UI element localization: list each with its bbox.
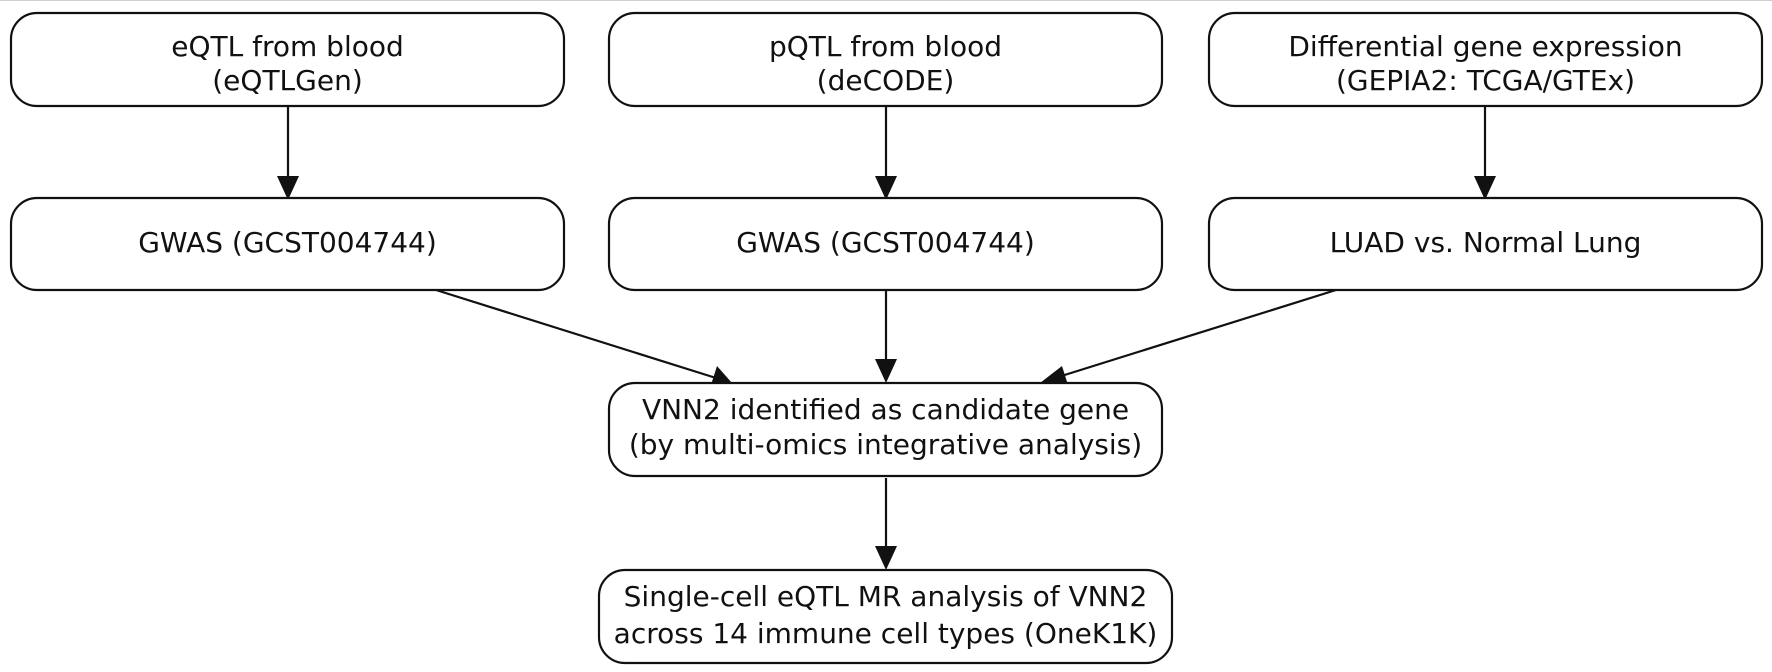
node-gwas-middle-label: GWAS (GCST004744) [736,226,1035,259]
node-pqtl-line2: (deCODE) [817,64,955,97]
node-diffexp-line2: (GEPIA2: TCGA/GTEx) [1336,64,1635,97]
edge-eqtl-to-gwas-left [277,106,299,200]
node-eqtl-line2: (eQTLGen) [212,64,363,97]
node-vnn2-candidate-gene: VNN2 identified as candidate gene (by mu… [607,381,1164,478]
edge-gwas-left-to-vnn2 [435,288,732,388]
node-luad-vs-normal-lung: LUAD vs. Normal Lung [1207,196,1764,292]
node-vnn2-line2: (by multi-omics integrative analysis) [629,428,1142,461]
node-eqtl-from-blood: eQTL from blood (eQTLGen) [9,11,566,108]
edge-gwas-middle-to-vnn2 [875,290,897,383]
node-single-cell-line1: Single-cell eQTL MR analysis of VNN2 [624,580,1148,613]
edge-luad-to-vnn2 [1040,288,1337,388]
node-eqtl-line1: eQTL from blood [171,30,404,63]
node-single-cell-eqtl-mr: Single-cell eQTL MR analysis of VNN2 acr… [597,568,1174,665]
node-gwas-left: GWAS (GCST004744) [9,196,566,292]
node-pqtl-from-blood: pQTL from blood (deCODE) [607,11,1164,108]
node-vnn2-line1: VNN2 identified as candidate gene [642,393,1129,426]
node-differential-gene-expression: Differential gene expression (GEPIA2: TC… [1207,11,1764,108]
edge-vnn2-to-single-cell [875,478,897,570]
node-single-cell-line2: across 14 immune cell types (OneK1K) [614,617,1158,650]
node-diffexp-line1: Differential gene expression [1288,30,1682,63]
node-gwas-left-label: GWAS (GCST004744) [138,226,437,259]
edge-diffexp-to-luad [1474,106,1496,200]
node-pqtl-line1: pQTL from blood [769,30,1002,63]
node-gwas-middle: GWAS (GCST004744) [607,196,1164,292]
edge-pqtl-to-gwas-middle [875,106,897,200]
node-luad-label: LUAD vs. Normal Lung [1330,226,1642,259]
